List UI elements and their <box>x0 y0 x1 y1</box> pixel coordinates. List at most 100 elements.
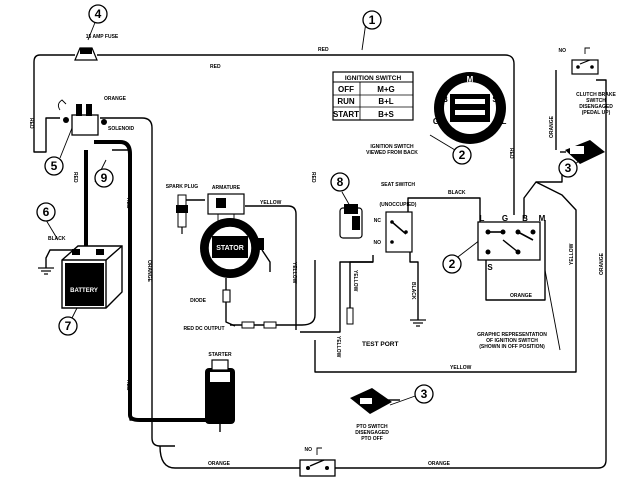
seat-switch[interactable]: NC NO <box>374 211 413 253</box>
wire-label-yellow-5: YELLOW <box>450 365 472 371</box>
wire-label-red-2: RED <box>318 47 329 53</box>
terminal-m-graphic: M <box>539 214 546 223</box>
wire-ignition-b <box>523 168 563 218</box>
connector-8[interactable] <box>339 204 363 239</box>
ignition-row-2-conn: B+S <box>378 110 394 119</box>
fuse[interactable] <box>74 47 98 61</box>
wire-label-black-1: BLACK <box>48 236 66 242</box>
wire-black-seat <box>407 197 481 222</box>
svg-text:8: 8 <box>337 175 344 189</box>
callout-2b[interactable]: 2 <box>442 254 462 274</box>
callout-1[interactable]: 1 <box>362 10 382 30</box>
cable-solenoid-starter <box>94 140 210 422</box>
test-port[interactable] <box>346 307 354 325</box>
wire-yellow-seat <box>300 261 373 333</box>
battery-label: BATTERY <box>70 288 98 294</box>
wire-label-red-6: RED <box>125 380 131 391</box>
seat-no-label: NO <box>374 240 382 246</box>
terminal-b-back: B <box>442 95 448 104</box>
svg-text:3: 3 <box>565 161 572 175</box>
callouts: 1 4 5 9 6 7 8 2 2 3 3 <box>36 4 578 404</box>
callout-3a[interactable]: 3 <box>558 158 578 178</box>
starter[interactable] <box>205 359 235 432</box>
armature[interactable] <box>207 193 245 222</box>
terminal-s-back: S <box>492 95 498 104</box>
wire-label-red-7: RED <box>310 172 316 183</box>
svg-text:1: 1 <box>369 13 376 27</box>
diode-label: DIODE <box>190 298 207 304</box>
ignition-row-2-pos: START <box>333 110 359 119</box>
wire-label-yellow-1: YELLOW <box>260 200 282 206</box>
seat-switch-label: SEAT SWITCH <box>381 182 415 188</box>
clutch-brake-switch[interactable] <box>560 140 605 164</box>
wire-label-orange-7: ORANGE <box>428 461 451 467</box>
spark-plug-label: SPARK PLUG <box>166 184 199 190</box>
ignition-switch-graphic[interactable]: L G B M S <box>477 214 546 272</box>
callout-2a[interactable]: 2 <box>452 145 472 165</box>
wire-orange-bottom-right <box>335 79 607 469</box>
callout-4[interactable]: 4 <box>88 4 108 24</box>
wire-label-yellow-6: YELLOW <box>569 243 575 265</box>
wire-seat-ground <box>409 250 419 320</box>
wire-label-orange-6: ORANGE <box>208 461 231 467</box>
leader-3b <box>389 394 419 406</box>
spark-plug[interactable] <box>176 194 205 234</box>
wire-yellow-bottom <box>230 181 577 373</box>
wire-label-red-5: RED <box>125 198 131 209</box>
ignition-table: IGNITION SWITCH OFF M+G RUN B+L START B+… <box>332 71 414 121</box>
wire-label-yellow-2: YELLOW <box>291 262 297 284</box>
leader-2a <box>429 134 456 151</box>
test-port-label: TEST PORT <box>362 341 399 348</box>
ignition-row-0-pos: OFF <box>338 85 354 94</box>
wire-label-black-2: BLACK <box>410 282 416 300</box>
terminal-g: G <box>502 214 508 223</box>
seat-switch-state: (UNOCCUPIED) <box>380 202 417 208</box>
wire-label-yellow-4: YELLOW <box>352 270 358 292</box>
leader-6 <box>45 219 59 241</box>
svg-text:6: 6 <box>43 205 50 219</box>
callout-3b[interactable]: 3 <box>414 384 434 404</box>
leader-2b <box>453 239 481 261</box>
ground-battery <box>38 249 72 275</box>
solenoid[interactable] <box>57 99 107 136</box>
wire-label-orange-4: ORANGE <box>549 115 555 138</box>
wire-red-main <box>97 54 515 215</box>
wire-label-red-8: RED <box>508 148 514 159</box>
red-dc-output-label: RED DC OUTPUT <box>183 326 224 332</box>
callout-8[interactable]: 8 <box>330 172 350 192</box>
pto-no-label: NO <box>305 447 313 453</box>
clutch-no-switch[interactable]: NO <box>559 47 599 75</box>
connectors-diode <box>241 321 277 329</box>
solenoid-label: SOLENOID <box>108 126 135 132</box>
terminal-l: L <box>480 214 485 223</box>
ignition-switch-back[interactable]: M B S G L <box>433 72 507 144</box>
stator[interactable]: STATOR <box>200 218 271 327</box>
wire-label-orange-3: ORANGE <box>510 293 533 299</box>
pto-no-switch[interactable]: NO <box>299 447 336 477</box>
wire-label-orange-1: ORANGE <box>104 96 127 102</box>
armature-label: ARMATURE <box>212 185 241 191</box>
pto-switch[interactable] <box>350 388 392 414</box>
terminal-l-back: L <box>502 117 507 126</box>
clutch-no-label: NO <box>559 48 567 54</box>
callout-5[interactable]: 5 <box>44 156 64 176</box>
callout-7[interactable]: 7 <box>58 316 78 336</box>
wire-label-orange-2: ORANGE <box>146 260 152 283</box>
leader-8 <box>341 191 351 207</box>
ignition-row-1-conn: B+L <box>378 97 393 106</box>
callout-6[interactable]: 6 <box>36 202 56 222</box>
wire-red-top <box>33 54 75 153</box>
wire-label-red-3: RED <box>28 118 34 129</box>
callout-9[interactable]: 9 <box>94 168 114 188</box>
ignition-row-1-pos: RUN <box>337 97 355 106</box>
ignition-row-0-conn: M+G <box>377 85 395 94</box>
svg-text:3: 3 <box>421 387 428 401</box>
battery[interactable]: BATTERY <box>61 245 123 309</box>
leader-4 <box>87 19 97 41</box>
